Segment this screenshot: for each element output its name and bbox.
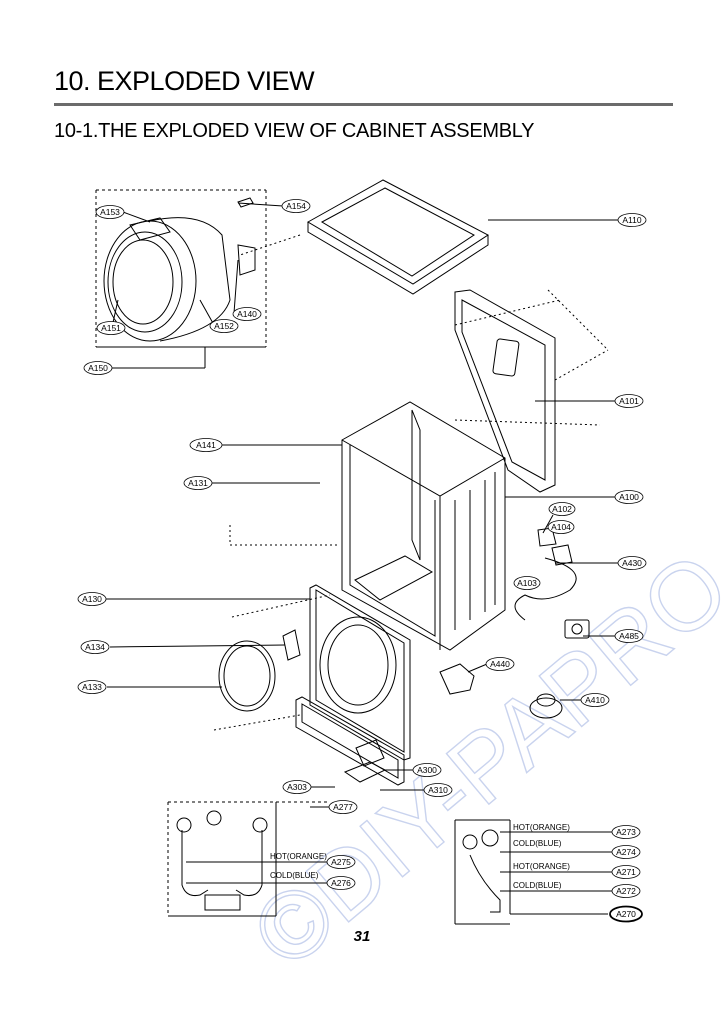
svg-text:A141: A141 bbox=[196, 440, 216, 450]
part-label-a485: A485 bbox=[614, 629, 644, 643]
svg-text:A430: A430 bbox=[622, 558, 642, 568]
part-label-a153: A153 bbox=[95, 205, 125, 219]
heading-rule bbox=[54, 103, 673, 106]
part-label-a140: A140 bbox=[232, 307, 262, 321]
part-label-a100: A100 bbox=[614, 490, 644, 504]
top-plate-part bbox=[306, 179, 489, 295]
part-label-a270: A270 bbox=[609, 905, 643, 923]
part-label-a151: A151 bbox=[96, 321, 126, 335]
svg-text:A154: A154 bbox=[286, 201, 306, 211]
part-label-a133: A133 bbox=[77, 680, 107, 694]
part-label-a130: A130 bbox=[77, 592, 107, 606]
pressure-switch-part bbox=[529, 693, 563, 719]
part-label-a430: A430 bbox=[617, 556, 647, 570]
part-label-a276: A276 bbox=[326, 876, 356, 890]
part-label-a103: A103 bbox=[513, 576, 541, 590]
part-label-a101: A101 bbox=[614, 394, 644, 408]
section-heading: 10-1.THE EXPLODED VIEW OF CABINET ASSEMB… bbox=[54, 120, 535, 142]
svg-text:A303: A303 bbox=[287, 782, 307, 792]
page-number: 31 bbox=[353, 928, 371, 945]
svg-text:A102: A102 bbox=[552, 504, 572, 514]
inlet-box-left bbox=[167, 801, 330, 917]
svg-text:A140: A140 bbox=[237, 309, 257, 319]
svg-text:A103: A103 bbox=[517, 578, 537, 588]
note-hot-left: HOT(ORANGE) bbox=[270, 852, 327, 861]
svg-text:A273: A273 bbox=[616, 827, 636, 837]
handle-part bbox=[282, 629, 301, 661]
hose-color-notes: HOT(ORANGE) COLD(BLUE) HOT(ORANGE) COLD(… bbox=[270, 823, 570, 890]
note-cold-left: COLD(BLUE) bbox=[270, 871, 319, 880]
svg-text:A270: A270 bbox=[616, 909, 636, 919]
part-label-a271: A271 bbox=[611, 865, 641, 879]
part-label-a152: A152 bbox=[209, 319, 239, 333]
svg-text:A150: A150 bbox=[88, 363, 108, 373]
part-label-a440: A440 bbox=[485, 657, 515, 671]
svg-text:A440: A440 bbox=[490, 659, 510, 669]
cabinet-body-part bbox=[341, 401, 506, 651]
note-cold-right-1: COLD(BLUE) bbox=[513, 839, 562, 848]
part-label-a272: A272 bbox=[611, 884, 641, 898]
svg-text:A276: A276 bbox=[331, 878, 351, 888]
svg-text:A134: A134 bbox=[85, 642, 105, 652]
part-label-a275: A275 bbox=[326, 855, 356, 869]
door-part bbox=[103, 197, 256, 342]
note-cold-right-2: COLD(BLUE) bbox=[513, 881, 562, 890]
part-label-a410: A410 bbox=[580, 693, 610, 707]
svg-text:A130: A130 bbox=[82, 594, 102, 604]
svg-text:A271: A271 bbox=[616, 867, 636, 877]
part-label-a273: A273 bbox=[611, 825, 641, 839]
pump-part bbox=[439, 663, 475, 695]
part-label-a154: A154 bbox=[281, 199, 311, 213]
gasket-ring-part bbox=[218, 640, 276, 712]
note-hot-right-1: HOT(ORANGE) bbox=[513, 823, 570, 832]
svg-text:A152: A152 bbox=[214, 321, 234, 331]
front-panel-part bbox=[309, 584, 411, 761]
part-label-a131: A131 bbox=[183, 476, 213, 490]
svg-text:A300: A300 bbox=[417, 765, 437, 775]
svg-text:A272: A272 bbox=[616, 886, 636, 896]
svg-text:A275: A275 bbox=[331, 857, 351, 867]
svg-text:A310: A310 bbox=[428, 785, 448, 795]
svg-text:A485: A485 bbox=[619, 631, 639, 641]
leader-lines bbox=[106, 202, 619, 892]
part-label-a274: A274 bbox=[611, 845, 641, 859]
svg-text:A131: A131 bbox=[188, 478, 208, 488]
svg-text:A410: A410 bbox=[585, 695, 605, 705]
svg-text:A151: A151 bbox=[101, 323, 121, 333]
power-cord-part bbox=[514, 527, 577, 621]
door-assembly-frame bbox=[95, 189, 267, 368]
part-label-a300: A300 bbox=[412, 763, 442, 777]
note-hot-right-2: HOT(ORANGE) bbox=[513, 862, 570, 871]
part-label-a134: A134 bbox=[80, 640, 110, 654]
svg-text:A110: A110 bbox=[622, 215, 641, 225]
watermark: ©DIY-PAPRO.cz bbox=[233, 453, 724, 988]
part-label-a303: A303 bbox=[282, 780, 312, 794]
svg-text:A100: A100 bbox=[619, 492, 639, 502]
back-panel-part bbox=[454, 289, 556, 493]
svg-text:A153: A153 bbox=[100, 207, 120, 217]
filter-part bbox=[564, 619, 590, 639]
svg-text:A133: A133 bbox=[82, 682, 102, 692]
part-label-a310: A310 bbox=[423, 783, 453, 797]
inlet-box-right bbox=[454, 819, 608, 925]
part-label-a150: A150 bbox=[83, 361, 113, 375]
part-label-a141: A141 bbox=[189, 438, 223, 452]
page-heading: 10. EXPLODED VIEW bbox=[54, 66, 315, 96]
svg-text:A104: A104 bbox=[551, 522, 571, 532]
part-label-a104: A104 bbox=[547, 520, 575, 534]
svg-text:A277: A277 bbox=[333, 802, 353, 812]
part-label-a110: A110 bbox=[617, 213, 647, 227]
svg-text:A101: A101 bbox=[619, 396, 639, 406]
part-label-a102: A102 bbox=[548, 502, 576, 516]
kick-plate-part bbox=[295, 696, 405, 786]
assembly-lines bbox=[213, 234, 609, 731]
svg-text:A274: A274 bbox=[616, 847, 636, 857]
part-label-a277: A277 bbox=[328, 800, 358, 814]
